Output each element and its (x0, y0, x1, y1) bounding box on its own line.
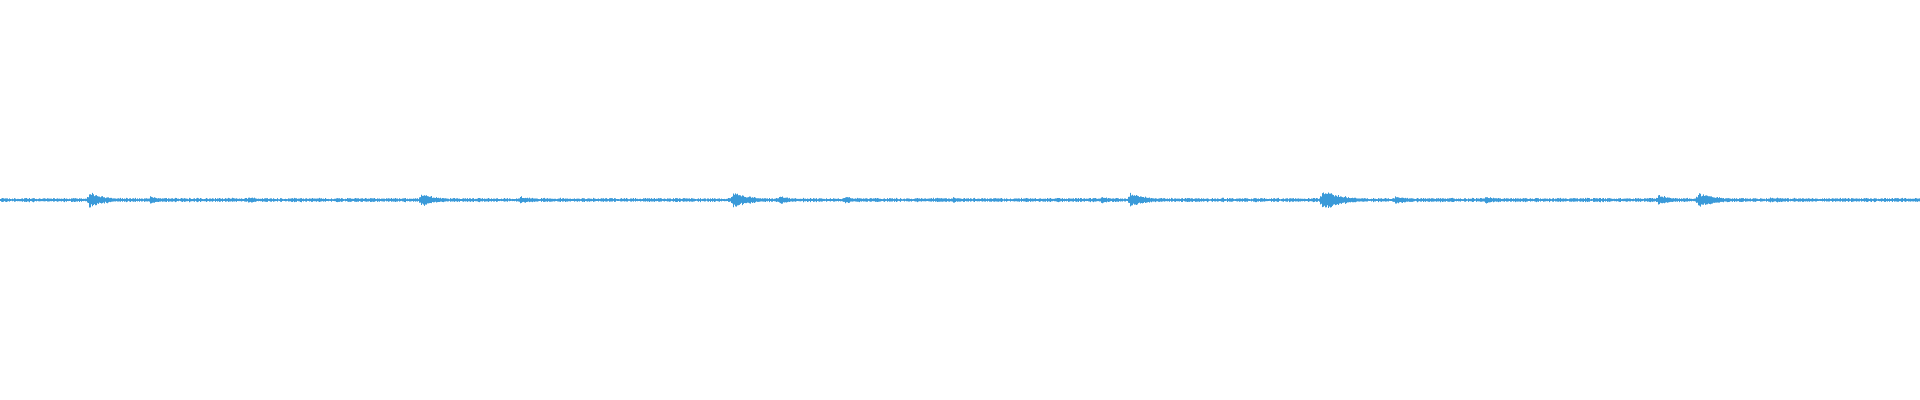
waveform-trace (0, 192, 1920, 208)
waveform-peaks (0, 192, 1920, 208)
